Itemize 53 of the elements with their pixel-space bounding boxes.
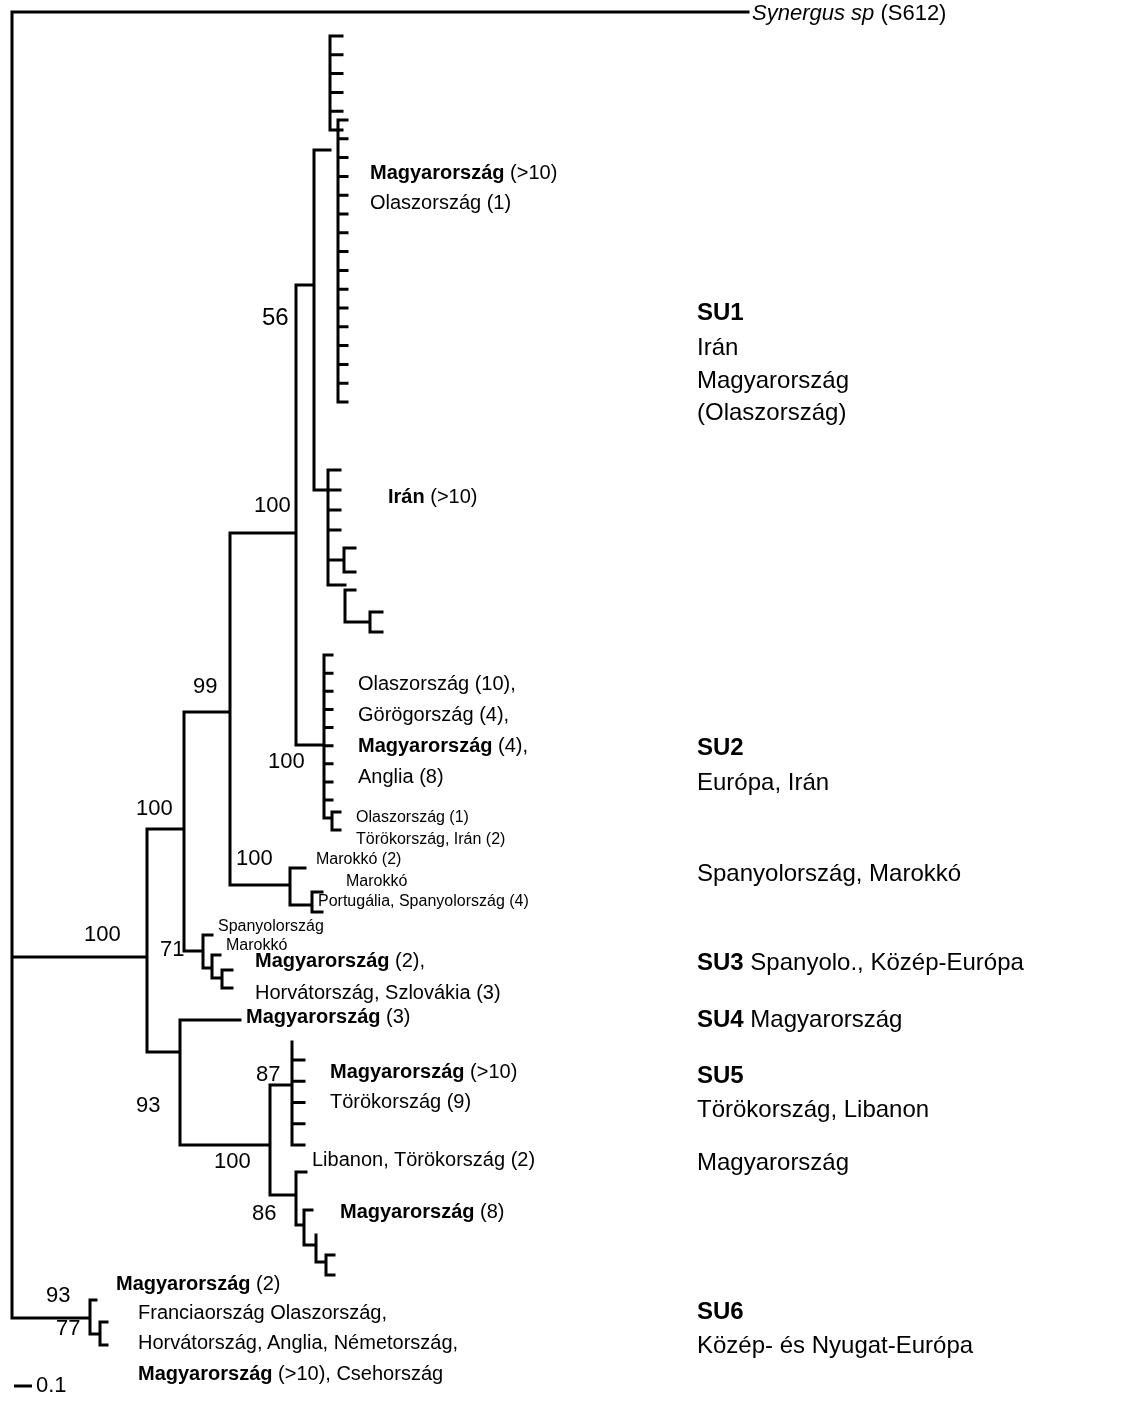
clade-label: Magyarország (697, 1148, 850, 1176)
bootstrap-value: 100 (136, 795, 173, 821)
clade-label: Európa, Irán (697, 768, 830, 796)
bootstrap-value: 99 (193, 673, 218, 699)
taxon-label: Horvátország, Anglia, Németország, (138, 1331, 459, 1354)
taxon-label: Törökország, Irán (2) (356, 830, 506, 849)
taxon-label: Olaszország (10), (358, 672, 516, 695)
taxon-label: Horvátország, Szlovákia (3) (255, 981, 501, 1004)
clade-label: SU3 Spanyolo., Közép-Európa (697, 948, 1024, 976)
bootstrap-value: 93 (46, 1282, 71, 1308)
bootstrap-value: 100 (268, 748, 305, 774)
clade-label: SU6 (697, 1297, 744, 1325)
bootstrap-value: 100 (236, 845, 273, 871)
taxon-label: Magyarország (>10) (370, 161, 558, 184)
scale-value: 0.1 (36, 1372, 67, 1398)
bootstrap-value: 93 (136, 1092, 161, 1118)
taxon-label: Irán (>10) (388, 485, 478, 508)
taxon-label: Anglia (8) (358, 765, 444, 788)
clade-label: SU2 (697, 733, 744, 761)
taxon-label: Portugália, Spanyolország (4) (318, 892, 529, 911)
taxon-label: Marokkó (346, 872, 408, 891)
taxon-label: Libanon, Törökország (2) (312, 1148, 536, 1171)
taxon-label: Magyarország (3) (246, 1005, 411, 1028)
taxon-label: Magyarország (4), (358, 734, 529, 757)
bootstrap-value: 77 (56, 1315, 81, 1341)
clade-label: Spanyolország, Marokkó (697, 859, 962, 887)
taxon-label: Törökország (9) (330, 1090, 472, 1113)
taxon-label: Synergus sp (S612) (752, 0, 947, 26)
clade-label: Irán (697, 333, 739, 361)
taxon-label: Görögország (4), (358, 703, 510, 726)
clade-label: Törökország, Libanon (697, 1095, 930, 1123)
bootstrap-value: 100 (254, 492, 291, 518)
clade-label: Közép- és Nyugat-Európa (697, 1331, 974, 1359)
bootstrap-value: 100 (84, 921, 121, 947)
taxon-label: Magyarország (>10) (330, 1060, 518, 1083)
taxon-label: Olaszország (1) (370, 191, 512, 214)
taxon-label: Magyarország (8) (340, 1200, 505, 1223)
taxon-label: Franciaország Olaszország, (138, 1301, 387, 1324)
bootstrap-value: 100 (214, 1148, 251, 1174)
taxon-label: Marokkó (2) (316, 850, 402, 869)
taxon-label: Magyarország (>10), Csehország (138, 1362, 444, 1385)
bootstrap-value: 71 (160, 936, 185, 962)
bootstrap-value: 87 (256, 1061, 281, 1087)
taxon-label: Olaszország (1) (356, 808, 469, 827)
bootstrap-value: 56 (262, 303, 289, 331)
taxon-label: Magyarország (2) (116, 1272, 281, 1295)
clade-label: SU5 (697, 1061, 744, 1089)
bootstrap-value: 86 (252, 1200, 277, 1226)
clade-label: SU4 Magyarország (697, 1005, 903, 1033)
clade-label: (Olaszország) (697, 398, 847, 426)
clade-label: SU1 (697, 298, 744, 326)
taxon-label: Spanyolország (218, 917, 324, 936)
clade-label: Magyarország (697, 366, 850, 394)
